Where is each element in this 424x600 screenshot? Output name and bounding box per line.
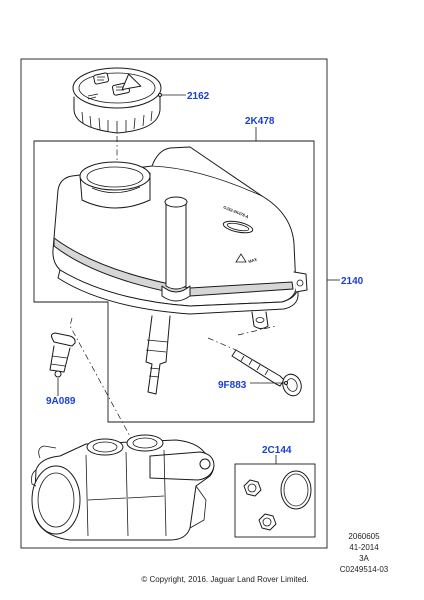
reference-line-1: 2060605 — [348, 532, 380, 541]
retaining-bolt — [231, 349, 302, 397]
reservoir-subframe — [33, 140, 315, 423]
callout-reservoir: 2K478 — [245, 116, 275, 127]
copyright-notice: © Copyright, 2016. Jaguar Land Rover Lim… — [141, 575, 308, 584]
fluid-level-sensor — [49, 332, 76, 378]
reference-line-2: 41-2014 — [349, 543, 379, 552]
reservoir-max-label: MAX — [248, 256, 258, 264]
callout-cap: 2162 — [187, 91, 210, 102]
seal-kit-subframe — [234, 463, 316, 538]
reference-line-3: 3A — [359, 554, 369, 563]
fluid-reservoir: GJ32-2K478-A MAX — [52, 146, 308, 395]
callout-seal-kit: 2C144 — [262, 445, 292, 456]
reference-line-4: C0249514-03 — [340, 565, 389, 574]
assembly-frame — [20, 58, 328, 549]
reservoir-cap — [72, 67, 162, 134]
master-cylinder — [31, 434, 215, 541]
seal-kit-parts — [243, 470, 312, 531]
callout-bolt: 9F883 — [218, 380, 247, 391]
callout-sensor: 9A089 — [46, 396, 76, 407]
callout-assembly: 2140 — [341, 276, 364, 287]
